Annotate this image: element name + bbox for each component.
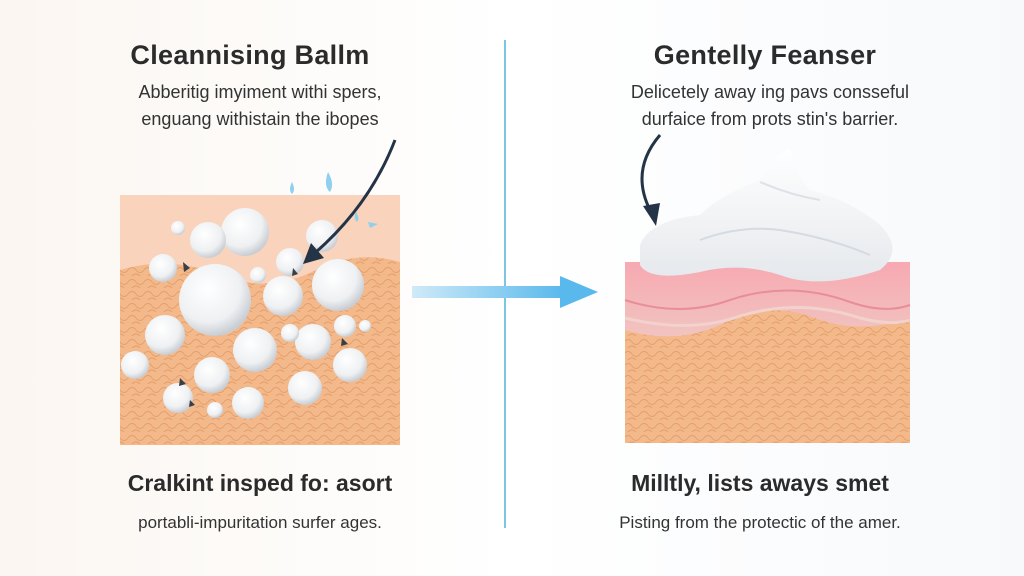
right-pointer-arrow [640, 134, 662, 226]
right-panel-subtitle: Delicetely away ing pavs consseful durfa… [560, 79, 980, 133]
left-pointer-arrow [303, 139, 397, 264]
left-subtitle-line2: enguang withistain the ibopes [141, 109, 379, 129]
left-subtitle-line1: Abberitig imyiment withi spers, [138, 82, 382, 102]
right-skin-block [624, 262, 911, 443]
cream-dollop [640, 148, 893, 282]
impurity-specks [179, 262, 348, 407]
right-bottom-title: Milltly, lists aways smet [631, 470, 889, 496]
water-droplets [290, 172, 378, 228]
cleansing-bubbles [121, 208, 371, 419]
transition-arrow [412, 276, 598, 308]
right-bottom-subtitle: Pisting from the protectic of the amer. [619, 513, 901, 532]
right-subtitle-line2: durfaice from prots stin's barrier. [641, 109, 899, 129]
right-panel-title: Gentelly Feanser [653, 40, 877, 70]
right-subtitle-line1: Delicetely away ing pavs consseful [630, 82, 910, 102]
left-bottom-title: Cralkint insped fo: asort [127, 470, 393, 496]
left-panel-subtitle: Abberitig imyiment withi spers, enguang … [50, 79, 470, 133]
left-bottom-subtitle: portabli-impuritation surfer ages. [138, 513, 382, 532]
left-panel-title: Cleannising Ballm [130, 40, 370, 70]
